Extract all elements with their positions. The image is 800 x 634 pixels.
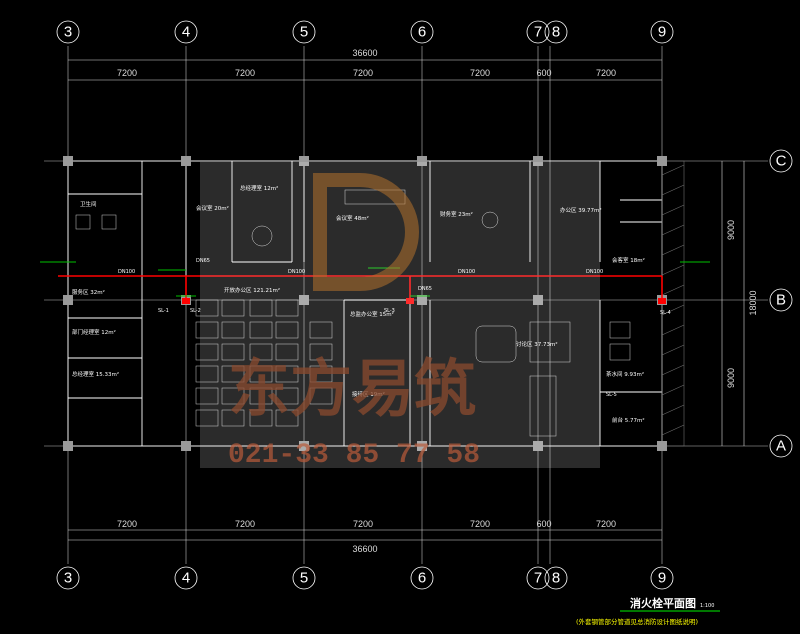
bay-dimension-top: 7200 bbox=[117, 68, 137, 78]
watermark-brand: 东方易筑 bbox=[228, 352, 476, 425]
plan-title: 消火栓平面图 bbox=[630, 596, 696, 610]
riser-label: SL-5 bbox=[606, 392, 617, 398]
axis-label-top: 3 bbox=[64, 24, 72, 41]
bay-dimension-top: 7200 bbox=[235, 68, 255, 78]
room-label: 开放办公区 121.21m² bbox=[224, 286, 280, 294]
bay-dimension-bottom: 7200 bbox=[470, 519, 490, 529]
riser-label: SL-3 bbox=[384, 308, 395, 314]
axis-bubbles-bottom bbox=[56, 566, 674, 590]
bay-dimension-bottom: 7200 bbox=[353, 519, 373, 529]
room-label: 总监办公室 15m² bbox=[350, 310, 394, 318]
axis-label-bottom: 7 bbox=[534, 570, 542, 587]
watermark-logo-mark bbox=[313, 173, 419, 291]
axis-label-top: 6 bbox=[418, 24, 426, 41]
bay-dimension-top: 7200 bbox=[596, 68, 616, 78]
bay-dimension-top: 600 bbox=[536, 68, 551, 78]
axis-label-top: 9 bbox=[658, 24, 666, 41]
plan-subtitle: (外套钢管部分管道见总消防设计图纸说明) bbox=[576, 617, 698, 626]
bay-dimension-top: 7200 bbox=[470, 68, 490, 78]
riser-label: SL-1 bbox=[158, 308, 169, 314]
room-label: 总经理室 15.33m² bbox=[72, 370, 119, 378]
riser-label: SL-4 bbox=[660, 310, 671, 316]
room-label: 会议室 20m² bbox=[196, 204, 229, 212]
pipe-size-label: DN65 bbox=[196, 258, 210, 264]
axis-label-top: 7 bbox=[534, 24, 542, 41]
bay-dimension-top: 7200 bbox=[353, 68, 373, 78]
riser-label: SL-2 bbox=[190, 308, 201, 314]
pipe-size-label: DN65 bbox=[418, 286, 432, 292]
axis-label-top: 5 bbox=[300, 24, 308, 41]
axis-bubbles-top bbox=[56, 20, 674, 44]
room-label: 部门经理室 12m² bbox=[72, 328, 116, 336]
room-label: 财务室 23m² bbox=[440, 210, 473, 218]
pipe-size-label: DN100 bbox=[118, 269, 135, 275]
room-label: 办公区 39.77m² bbox=[560, 206, 602, 214]
structural-columns bbox=[63, 156, 667, 451]
right-total-dimension: 18000 bbox=[748, 290, 758, 315]
axis-label-bottom: 4 bbox=[182, 570, 190, 587]
axis-bubbles-right bbox=[769, 149, 793, 458]
pipe-size-label: DN100 bbox=[586, 269, 603, 275]
room-label: 会客室 18m² bbox=[612, 256, 645, 264]
right-bay-dimension: 9000 bbox=[726, 368, 736, 388]
room-label: 会议室 48m² bbox=[336, 214, 369, 222]
axis-label-top: 4 bbox=[182, 24, 190, 41]
room-label: 接待区 19m² bbox=[352, 390, 385, 398]
bay-dimension-bottom: 7200 bbox=[596, 519, 616, 529]
top-dimensions bbox=[68, 59, 662, 81]
overall-dimension-bottom: 36600 bbox=[352, 544, 377, 554]
room-label: 前台 5.77m² bbox=[612, 416, 645, 424]
watermark: 东方易筑 021-33 85 77 58 bbox=[200, 162, 600, 471]
pipe-size-label: DN100 bbox=[288, 269, 305, 275]
axis-label-bottom: 3 bbox=[64, 570, 72, 587]
office-desks bbox=[75, 189, 631, 437]
right-bay-dimension: 9000 bbox=[726, 220, 736, 240]
axis-label-bottom: 9 bbox=[658, 570, 666, 587]
hydrant-boxes bbox=[182, 298, 666, 304]
bay-dimension-bottom: 600 bbox=[536, 519, 551, 529]
axis-label-bottom: 5 bbox=[300, 570, 308, 587]
pipe-size-label: DN100 bbox=[458, 269, 475, 275]
axis-label-bottom: 6 bbox=[418, 570, 426, 587]
axis-label-right: C bbox=[776, 153, 787, 170]
room-label: 卫生间 bbox=[80, 200, 97, 208]
room-label: 茶水间 9.93m² bbox=[606, 370, 644, 378]
watermark-phone: 021-33 85 77 58 bbox=[228, 440, 480, 471]
overall-dimension-top: 36600 bbox=[352, 48, 377, 58]
axis-label-top: 8 bbox=[552, 24, 560, 41]
bay-dimension-bottom: 7200 bbox=[117, 519, 137, 529]
axis-label-right: A bbox=[776, 438, 786, 455]
room-label: 讨论区 37.73m² bbox=[516, 340, 558, 348]
axis-label-right: B bbox=[776, 292, 786, 309]
room-label: 服务区 32m² bbox=[72, 288, 105, 296]
right-dimensions bbox=[721, 161, 745, 446]
room-label: 总经理室 12m² bbox=[240, 184, 278, 192]
axis-label-bottom: 8 bbox=[552, 570, 560, 587]
plan-scale: 1:100 bbox=[700, 603, 714, 609]
hydrant-markers bbox=[40, 261, 710, 297]
bottom-dimensions bbox=[68, 529, 662, 541]
bay-dimension-bottom: 7200 bbox=[235, 519, 255, 529]
